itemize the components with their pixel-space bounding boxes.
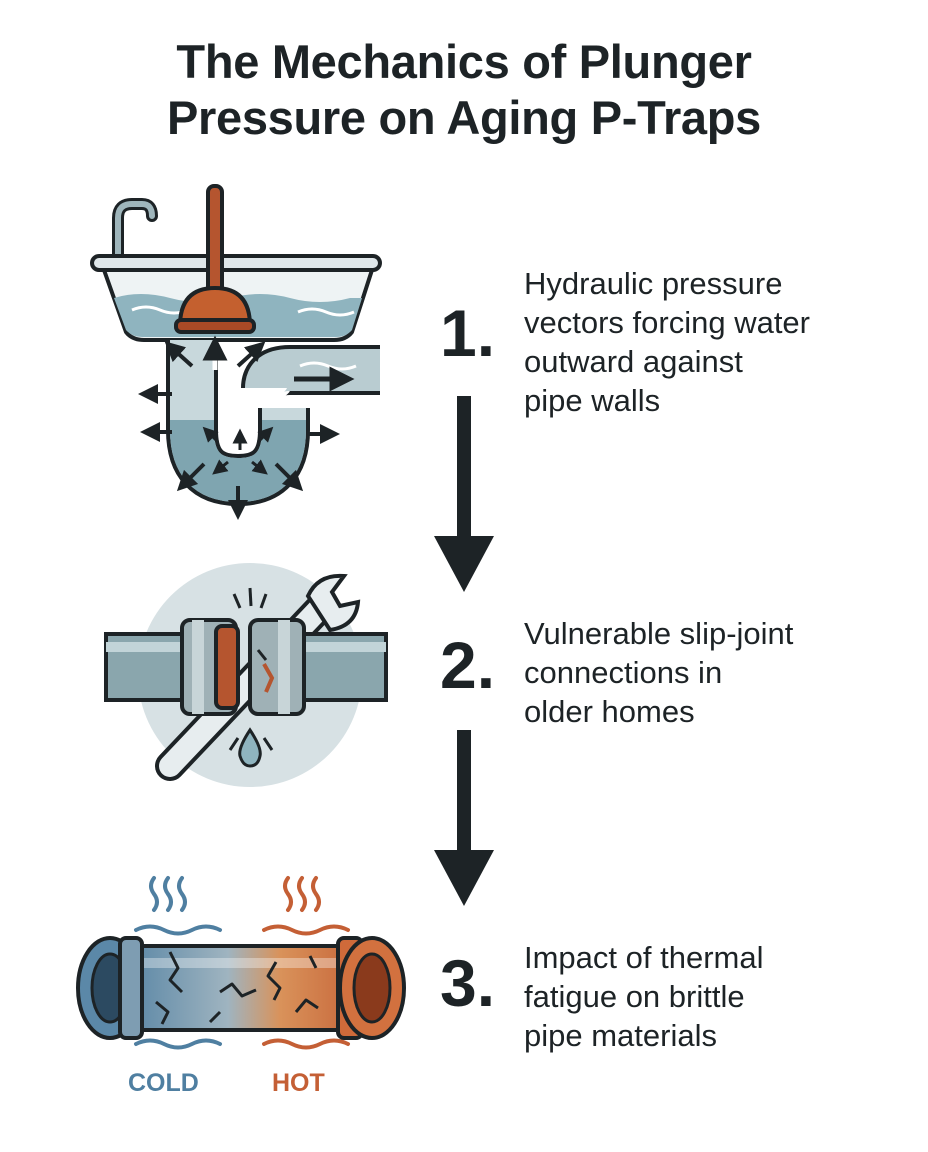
flow-arrow-down-icon bbox=[434, 730, 494, 906]
hot-waves-icon bbox=[262, 876, 350, 1050]
step-1-number: 1. bbox=[440, 296, 496, 370]
step-1-text: Hydraulic pressure vectors forcing water… bbox=[524, 264, 904, 420]
step-3-line: fatigue on brittle bbox=[524, 979, 745, 1014]
step-1-line: vectors forcing water bbox=[524, 305, 810, 340]
step-2-line: Vulnerable slip-joint bbox=[524, 616, 794, 651]
step-3-line: Impact of thermal bbox=[524, 940, 764, 975]
title-line-2: Pressure on Aging P-Traps bbox=[166, 91, 762, 144]
title-line-1: The Mechanics of Plunger bbox=[176, 35, 752, 88]
step-2-number: 2. bbox=[440, 628, 496, 702]
page-title: The Mechanics of Plunger Pressure on Agi… bbox=[0, 34, 928, 146]
step-3-line: pipe materials bbox=[524, 1018, 717, 1053]
cold-waves-icon bbox=[134, 876, 222, 1050]
plunger-sink-p-trap-icon bbox=[90, 184, 382, 520]
step-1-line: pipe walls bbox=[524, 383, 661, 418]
slip-joint-wrench-icon bbox=[104, 563, 388, 787]
step-2-line: older homes bbox=[524, 694, 695, 729]
hot-label: HOT bbox=[272, 1069, 325, 1097]
flow-arrow-down-icon bbox=[434, 396, 494, 592]
cracked-pipe-thermal-icon bbox=[76, 876, 406, 1050]
step-3-number: 3. bbox=[440, 946, 496, 1020]
step-2-line: connections in bbox=[524, 655, 723, 690]
step-3-text: Impact of thermal fatigue on brittle pip… bbox=[524, 938, 904, 1055]
cold-label: COLD bbox=[128, 1069, 199, 1097]
step-1-line: Hydraulic pressure bbox=[524, 266, 783, 301]
step-1-line: outward against bbox=[524, 344, 743, 379]
step-2-text: Vulnerable slip-joint connections in old… bbox=[524, 614, 904, 731]
